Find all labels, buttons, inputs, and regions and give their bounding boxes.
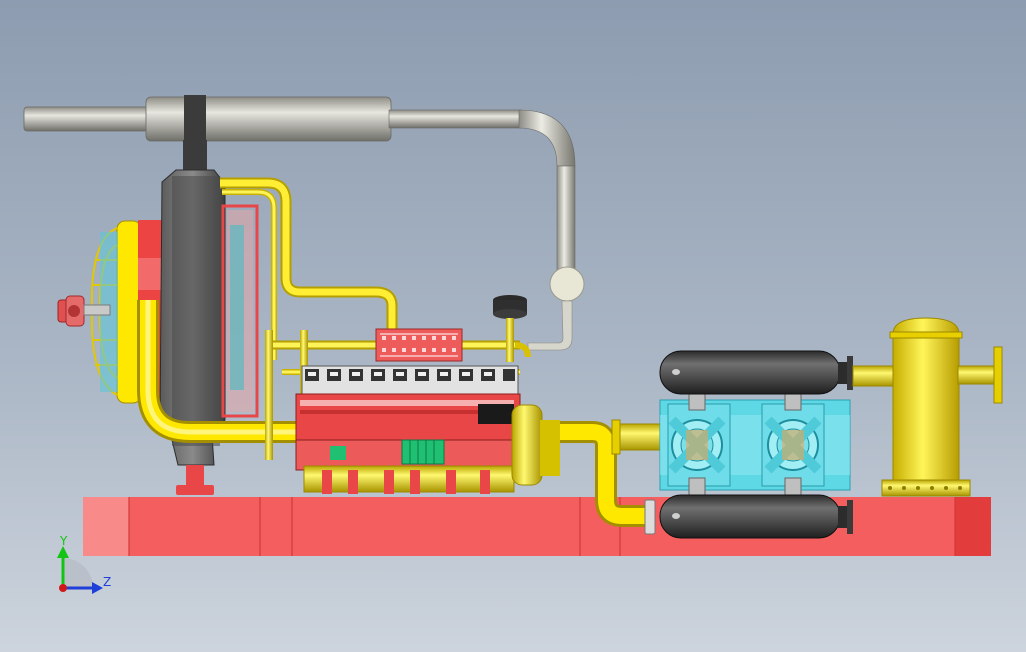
exhaust-system[interactable] [23, 95, 585, 351]
z-axis-label: Z [103, 575, 111, 589]
process-piping[interactable] [560, 419, 661, 535]
scrubber-vessel[interactable] [852, 317, 1003, 497]
coordinate-triad: Y Z [57, 534, 111, 594]
compressor-cylinder-2[interactable] [761, 403, 825, 487]
exhaust-expansion-joint[interactable] [549, 266, 585, 302]
coolant-piping[interactable] [137, 177, 580, 460]
engine-block[interactable] [295, 328, 560, 494]
cylinder-heads[interactable] [301, 365, 519, 395]
y-axis-label: Y [59, 534, 68, 548]
cylinder-nozzles[interactable] [688, 389, 802, 499]
fan-hub[interactable] [57, 295, 111, 327]
suction-bottle[interactable] [659, 494, 853, 539]
skid-base[interactable] [83, 497, 991, 556]
exhaust-silencer[interactable] [145, 96, 392, 142]
x-axis-dot [59, 584, 67, 592]
discharge-bottle[interactable] [659, 350, 853, 395]
air-filter[interactable] [493, 295, 531, 362]
compressor-cylinder-1[interactable] [667, 403, 731, 487]
